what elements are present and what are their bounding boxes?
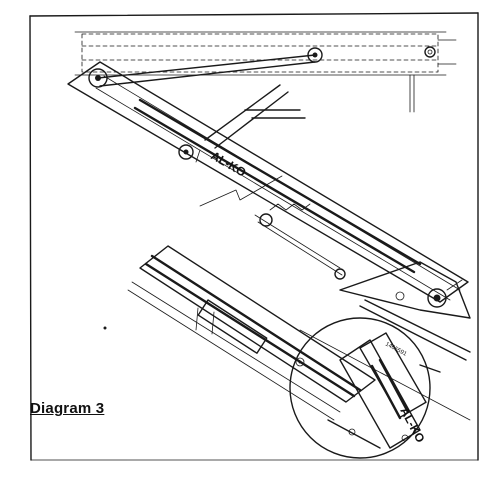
coupling-bracket	[339, 261, 471, 361]
rod-spring	[254, 203, 346, 280]
chassis-frame	[74, 31, 457, 113]
drawbar-detail	[127, 245, 376, 421]
ink-dot	[103, 326, 107, 330]
border-frame	[29, 12, 479, 461]
drawbar-channel	[67, 61, 469, 303]
part-number-label: 1465591	[384, 341, 408, 358]
break-mark	[199, 175, 283, 207]
linkage-arms	[97, 54, 316, 160]
magnified-coupling-detail	[289, 317, 471, 459]
diagram-caption: Diagram 3	[30, 400, 105, 417]
